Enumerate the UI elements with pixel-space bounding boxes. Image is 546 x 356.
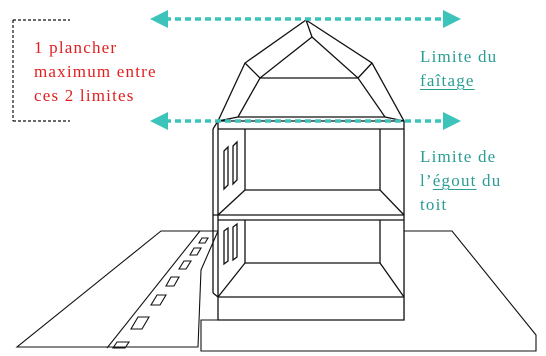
house	[212, 19, 405, 321]
eave-label-line-3: toit	[420, 195, 448, 214]
note-line-1: 1 plancher	[34, 38, 118, 57]
ridge-limit-label: Limite du faîtage	[420, 45, 497, 93]
eave-label-line-1: Limite de	[420, 147, 497, 166]
ridge-label-line-2: faîtage	[420, 71, 475, 90]
eave-label-suffix: du	[476, 171, 502, 190]
ridge-label-line-1: Limite du	[420, 47, 498, 66]
note-line-2: maximum entre	[34, 62, 157, 81]
note-line-3: ces 2 limites	[34, 86, 135, 105]
eave-label-prefix: l’	[420, 171, 433, 190]
one-floor-note: 1 plancher maximum entre ces 2 limites	[34, 36, 204, 108]
eave-label-underlined: égout	[432, 171, 477, 190]
eave-limit-label: Limite de l’égout du toit	[420, 145, 501, 217]
eave-limit-arrow	[150, 112, 461, 130]
note-bracket	[12, 19, 70, 122]
eave-label-line-2: l’égout du	[420, 169, 501, 193]
ridge-limit-arrow	[150, 10, 461, 28]
